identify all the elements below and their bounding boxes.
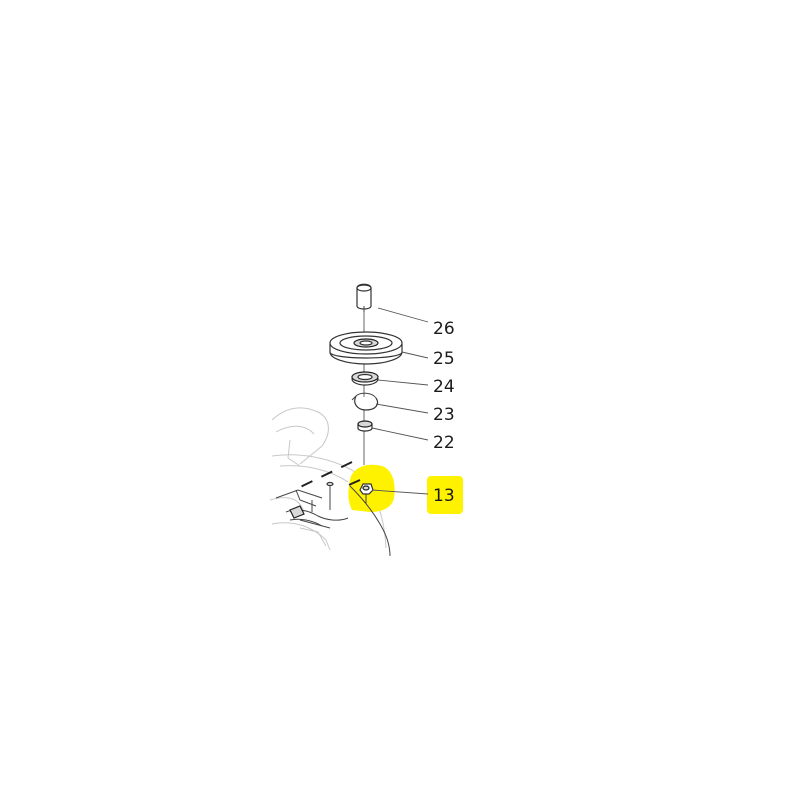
part-label-26: 26 — [433, 319, 455, 339]
leader-24 — [377, 379, 429, 386]
part-label-23: 23 — [433, 405, 455, 425]
leader-25 — [401, 351, 429, 359]
part-label-24: 24 — [433, 377, 455, 397]
leader-13 — [371, 489, 429, 495]
part-23-snap-ring — [351, 392, 379, 411]
part-label-13: 13 — [433, 486, 455, 506]
assembly-dash-lines — [293, 461, 361, 491]
leader-lines — [371, 307, 429, 495]
leader-26 — [377, 307, 429, 323]
part-25-pulley — [329, 331, 403, 365]
part-24-bearing — [351, 371, 379, 386]
part-labels: 26 25 24 23 22 13 — [433, 319, 455, 506]
part-22-spacer — [357, 420, 373, 432]
part-label-25: 25 — [433, 349, 455, 369]
part-13-nut — [359, 483, 374, 504]
deck-bracket — [275, 481, 391, 557]
background-chassis-outline — [269, 407, 387, 551]
leader-23 — [375, 403, 429, 414]
part-label-22: 22 — [433, 433, 455, 453]
part-26-pin — [356, 283, 372, 312]
leader-22 — [371, 427, 429, 441]
